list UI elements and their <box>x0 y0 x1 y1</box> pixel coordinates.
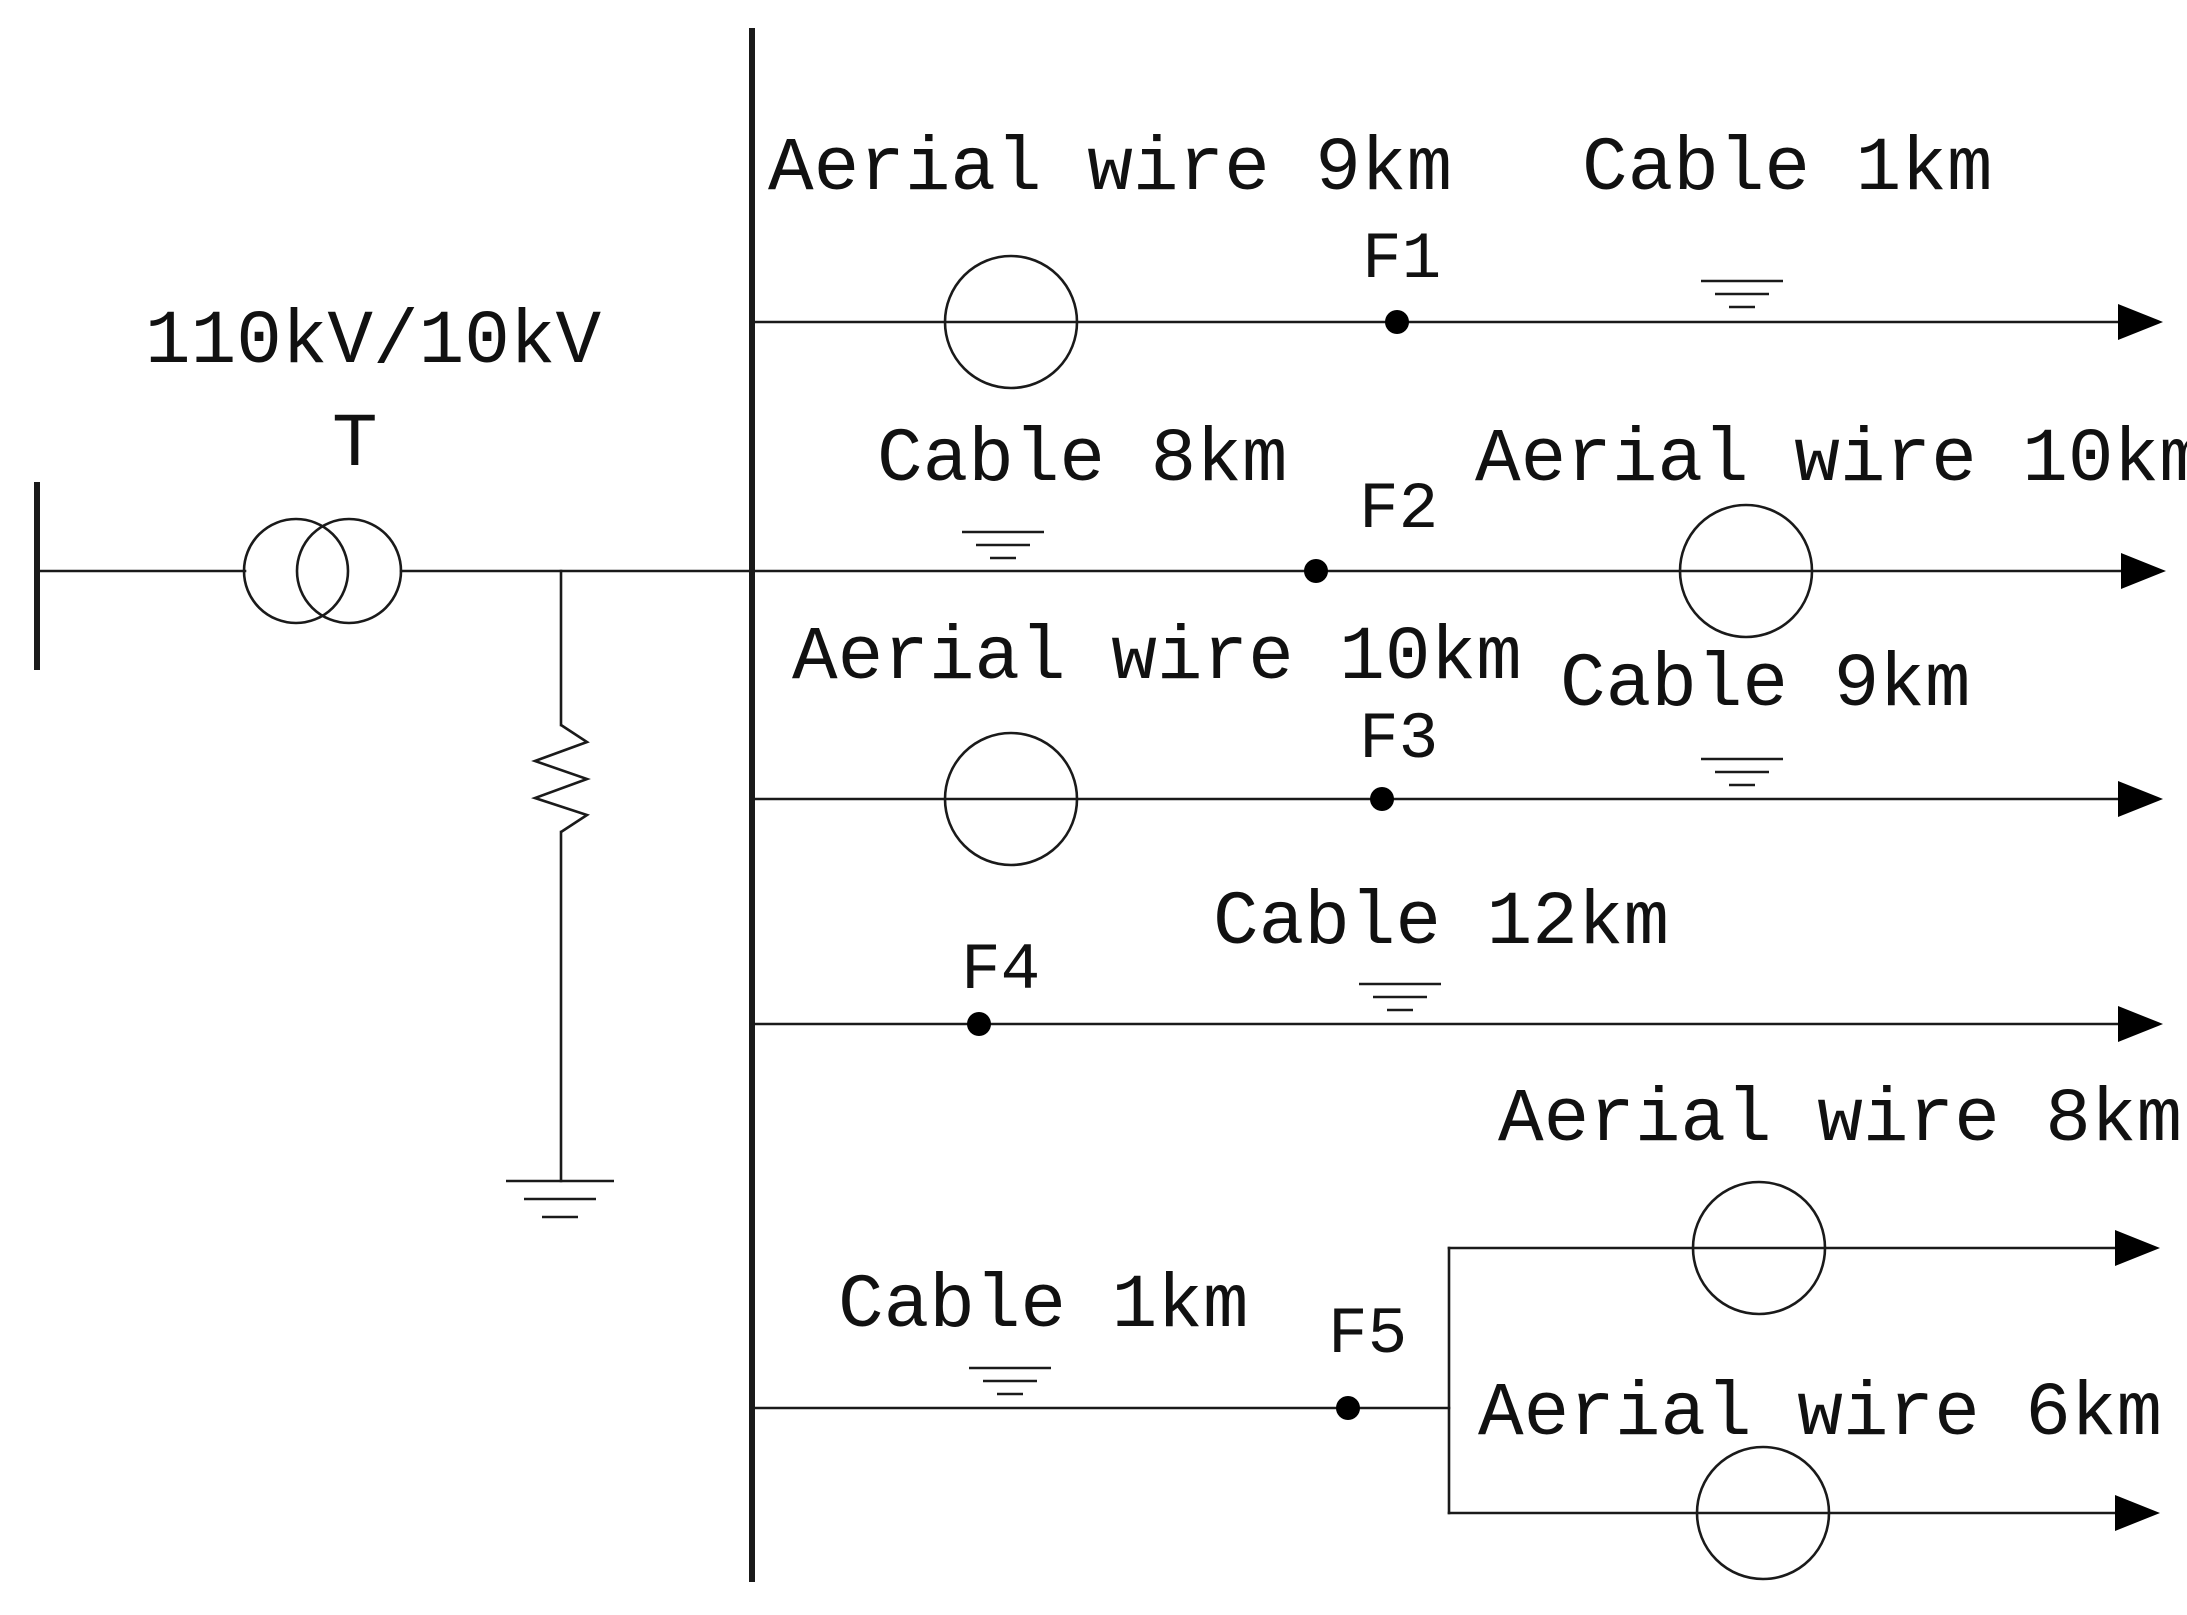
aerial-wire-icon <box>943 731 1079 867</box>
feeder-1: Aerial wire 9km Cable 1km F1 <box>750 126 2163 390</box>
feeder-5: Cable 1km F5 Aerial wire 8km Aerial wire… <box>750 1077 2182 1581</box>
branch-label-lower: Aerial wire 6km <box>1478 1371 2162 1457</box>
transformer-primary-winding <box>242 517 350 625</box>
cable-ground-icon <box>1701 279 1783 309</box>
section-label: Cable 1km <box>1582 126 1992 212</box>
section-label: Aerial wire 10km <box>1475 417 2187 503</box>
aerial-wire-icon <box>943 254 1079 390</box>
section-label: Cable 12km <box>1213 880 1669 966</box>
fault-point <box>967 1012 991 1036</box>
ground-icon <box>506 1179 614 1219</box>
fault-label: F2 <box>1359 472 1438 547</box>
aerial-wire-icon <box>1678 503 1814 639</box>
fault-point <box>1304 559 1328 583</box>
fault-label: F5 <box>1328 1297 1407 1372</box>
cable-ground-icon <box>969 1366 1051 1396</box>
section-label: Aerial wire 10km <box>792 615 1522 701</box>
feeder-3: Aerial wire 10km Cable 9km F3 <box>750 615 2163 867</box>
cable-ground-icon <box>1359 982 1441 1012</box>
feeder-4: Cable 12km F4 <box>750 880 2163 1042</box>
aerial-wire-icon <box>1691 1180 1827 1316</box>
fault-point <box>1370 787 1394 811</box>
branch-label-upper: Aerial wire 8km <box>1498 1077 2182 1163</box>
fault-label: F4 <box>961 933 1040 1008</box>
fault-label: F1 <box>1362 222 1441 297</box>
section-label: Cable 9km <box>1560 642 1970 728</box>
cable-ground-icon <box>962 530 1044 560</box>
arrow-icon <box>2118 1006 2163 1042</box>
fault-point <box>1336 1396 1360 1420</box>
cable-ground-icon <box>1701 757 1783 787</box>
section-label: Aerial wire 9km <box>768 126 1452 212</box>
transformer-name-label: T <box>332 402 378 488</box>
arrow-icon <box>2118 781 2163 817</box>
fault-label: F3 <box>1359 702 1438 777</box>
arrow-icon <box>2118 304 2163 340</box>
transformer-symbol <box>242 517 403 625</box>
arrow-icon <box>2115 1495 2160 1531</box>
section-label: Cable 1km <box>838 1263 1248 1349</box>
transformer-rating-label: 110kV/10kV <box>145 299 601 385</box>
section-label: Cable 8km <box>877 417 1287 503</box>
fault-point <box>1385 310 1409 334</box>
grounding-resistor <box>531 723 591 834</box>
aerial-wire-icon <box>1695 1445 1831 1581</box>
arrow-icon <box>2121 553 2166 589</box>
feeder-2: Cable 8km Aerial wire 10km F2 <box>750 417 2187 639</box>
arrow-icon <box>2115 1230 2160 1266</box>
